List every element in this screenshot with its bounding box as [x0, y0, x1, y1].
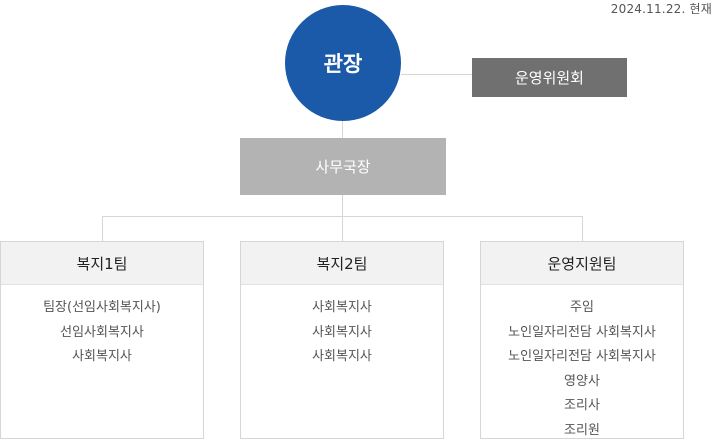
- team-member: 조리원: [481, 419, 683, 443]
- secretary-node: 사무국장: [240, 138, 446, 195]
- director-label: 관장: [324, 48, 363, 78]
- date-label: 2024.11.22. 현재: [611, 0, 712, 17]
- team-member: 사회복지사: [1, 345, 203, 370]
- connector-team2: [342, 216, 343, 241]
- team-member: 사회복지사: [241, 296, 443, 321]
- team-member: 선임사회복지사: [1, 321, 203, 346]
- team-box-welfare2: 복지2팀 사회복지사 사회복지사 사회복지사: [240, 241, 444, 439]
- committee-label: 운영위원회: [515, 67, 584, 88]
- team-name: 운영지원팀: [547, 253, 616, 274]
- team-member-list: 주임 노인일자리전담 사회복지사 노인일자리전담 사회복지사 영양사 조리사 조…: [481, 285, 683, 443]
- team-box-welfare1: 복지1팀 팀장(선임사회복지사) 선임사회복지사 사회복지사: [0, 241, 204, 439]
- team-header: 복지1팀: [1, 242, 203, 285]
- team-member-list: 팀장(선임사회복지사) 선임사회복지사 사회복지사: [1, 285, 203, 370]
- team-member: 노인일자리전담 사회복지사: [481, 321, 683, 346]
- connector-team3: [582, 216, 583, 241]
- team-member: 팀장(선임사회복지사): [1, 296, 203, 321]
- team-header: 운영지원팀: [481, 242, 683, 285]
- team-member: 사회복지사: [241, 345, 443, 370]
- team-member-list: 사회복지사 사회복지사 사회복지사: [241, 285, 443, 370]
- committee-node: 운영위원회: [472, 58, 627, 97]
- team-member: 노인일자리전담 사회복지사: [481, 345, 683, 370]
- team-member: 조리사: [481, 394, 683, 419]
- team-member: 주임: [481, 296, 683, 321]
- secretary-label: 사무국장: [315, 156, 370, 177]
- team-member: 사회복지사: [241, 321, 443, 346]
- team-name: 복지1팀: [77, 253, 128, 274]
- team-box-operations: 운영지원팀 주임 노인일자리전담 사회복지사 노인일자리전담 사회복지사 영양사…: [480, 241, 684, 439]
- connector-director-committee: [401, 74, 472, 75]
- team-member: 영양사: [481, 370, 683, 395]
- team-header: 복지2팀: [241, 242, 443, 285]
- connector-team1: [102, 216, 103, 241]
- director-node: 관장: [285, 5, 401, 121]
- connector-director-secretary: [342, 121, 343, 138]
- team-name: 복지2팀: [317, 253, 368, 274]
- connector-secretary-down: [342, 195, 343, 217]
